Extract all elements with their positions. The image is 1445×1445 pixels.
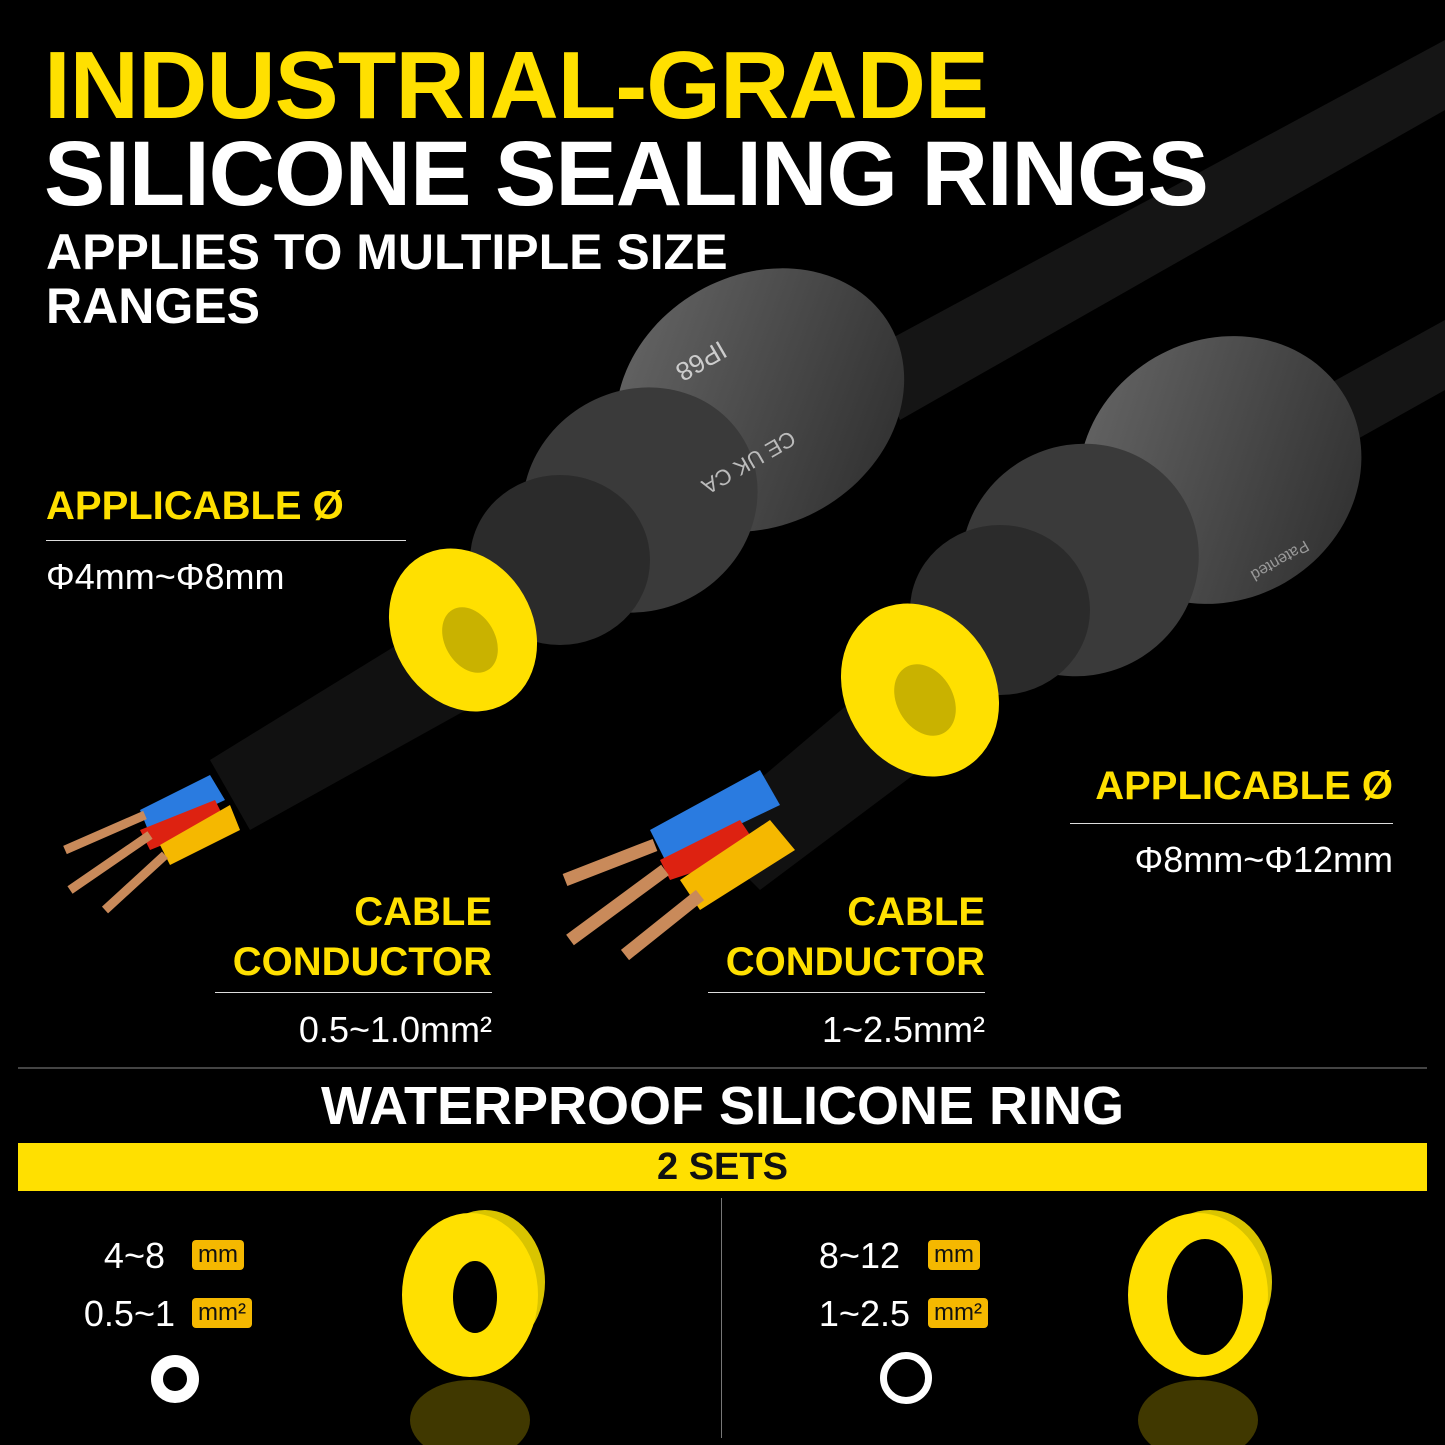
column-divider xyxy=(721,1198,722,1438)
set1-conductor: 0.5~1 xyxy=(83,1293,175,1334)
right-diameter-value: Φ8mm~Φ12mm xyxy=(1134,839,1394,880)
set1-conductor-unit: mm² xyxy=(192,1298,252,1328)
right-conductor-value: 1~2.5mm² xyxy=(821,1009,985,1050)
section-title: WATERPROOF SILICONE RING xyxy=(320,1076,1124,1136)
headline-line2: SILICONE SEALING RINGS xyxy=(44,123,1209,225)
callout-line xyxy=(708,992,985,993)
ring-size-icon xyxy=(880,1352,932,1404)
headline-line1: INDUSTRIAL-GRADE xyxy=(44,32,989,139)
left-diameter-label: APPLICABLE Ø xyxy=(46,484,344,528)
connector-illustration: IP68 CE UK CA Patented xyxy=(63,40,1445,961)
right-conductor-label-1: CABLE xyxy=(847,890,985,934)
set1-diameter-unit: mm xyxy=(192,1240,244,1270)
right-diameter-label: APPLICABLE Ø xyxy=(1095,764,1393,808)
set2-conductor: 1~2.5 xyxy=(818,1293,910,1334)
left-conductor-value: 0.5~1.0mm² xyxy=(298,1009,492,1050)
set2-diameter: 8~12 xyxy=(818,1235,900,1276)
ring-size-icon xyxy=(151,1355,199,1403)
left-conductor-label-1: CABLE xyxy=(354,890,492,934)
set2-diameter-unit: mm xyxy=(928,1240,980,1270)
section-divider xyxy=(18,1067,1427,1069)
callout-line xyxy=(1070,823,1393,824)
left-conductor-label-2: CONDUCTOR xyxy=(232,940,492,984)
ring-image xyxy=(1128,1210,1272,1445)
sets-band: 2 SETS xyxy=(18,1143,1427,1191)
set1-diameter: 4~8 xyxy=(103,1235,165,1276)
left-connector xyxy=(63,40,1445,914)
ring-image xyxy=(402,1210,545,1445)
left-diameter-value: Φ4mm~Φ8mm xyxy=(46,556,285,597)
callout-line xyxy=(46,540,406,541)
right-connector xyxy=(562,320,1445,961)
right-conductor-label-2: CONDUCTOR xyxy=(725,940,985,984)
subtitle: APPLIES TO MULTIPLE SIZE RANGES xyxy=(46,224,728,334)
set2-conductor-unit: mm² xyxy=(928,1298,988,1328)
callout-line xyxy=(215,992,492,993)
